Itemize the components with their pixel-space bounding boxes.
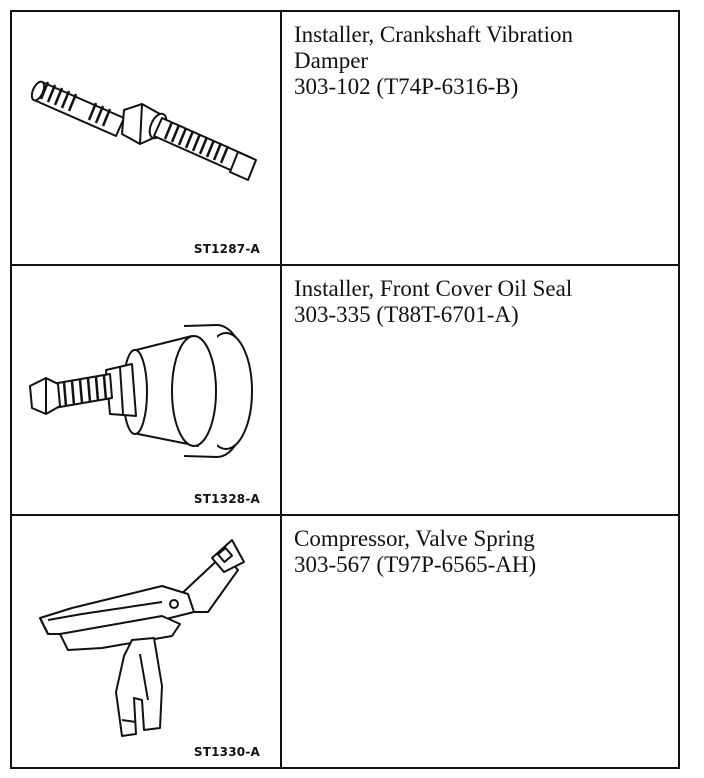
tool-image-cell: ST1330-A: [10, 514, 282, 769]
damper-installer-icon: [30, 80, 257, 181]
tool-row: ST1328-A Installer, Front Cover Oil Seal…: [10, 264, 680, 516]
tool-image-cell: ST1328-A: [10, 264, 282, 516]
tool-description-cell: Installer, Front Cover Oil Seal 303-335 …: [280, 264, 680, 516]
tool-row: ST1330-A Compressor, Valve Spring 303-56…: [10, 514, 680, 769]
tool-name: Installer, Crankshaft Vibration: [294, 22, 573, 47]
tool-image-cell: ST1287-A: [10, 10, 282, 266]
tool-description-cell: Compressor, Valve Spring 303-567 (T97P-6…: [280, 514, 680, 769]
tool-figure-code: ST1287-A: [193, 242, 260, 256]
special-tools-table: ST1287-A Installer, Crankshaft Vibration…: [10, 10, 680, 769]
tool-name-continued: Damper: [294, 48, 369, 73]
tool-row: ST1287-A Installer, Crankshaft Vibration…: [10, 10, 680, 266]
oil-seal-installer-icon: [29, 324, 253, 458]
tool-name: Compressor, Valve Spring: [294, 526, 535, 551]
tool-name: Installer, Front Cover Oil Seal: [294, 276, 573, 301]
tool-figure-code: ST1328-A: [193, 492, 260, 506]
tool-number: 303-102 (T74P-6316-B): [294, 74, 519, 99]
tool-figure-code: ST1330-A: [193, 745, 260, 759]
tool-number: 303-335 (T88T-6701-A): [294, 302, 519, 327]
valve-spring-compressor-icon: [39, 539, 245, 737]
tool-description-cell: Installer, Crankshaft Vibration Damper 3…: [280, 10, 680, 266]
tool-number: 303-567 (T97P-6565-AH): [294, 552, 537, 577]
